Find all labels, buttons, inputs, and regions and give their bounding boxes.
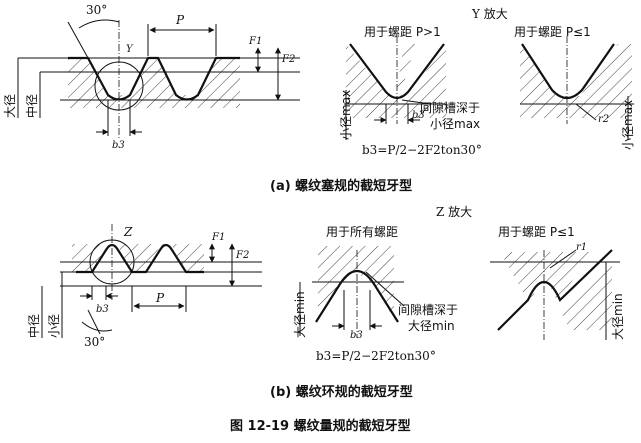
pitch-label: P <box>175 13 185 27</box>
b3-label-z: b3 <box>350 330 363 341</box>
figure-title: 图 12-19 螺纹量规的截短牙型 <box>230 418 411 434</box>
plug-gauge-profile <box>17 19 300 140</box>
angle-label-b: 30° <box>84 335 105 349</box>
groove-note-z-2: 大径min <box>408 319 455 333</box>
f2-label: F2 <box>281 54 295 65</box>
zoom-title-y: Y 放大 <box>471 6 508 21</box>
pitch-label-b: P <box>155 291 165 305</box>
r1-label: r1 <box>576 242 587 253</box>
enlarged-z-p-le-1 <box>490 249 620 340</box>
zoom-title-z: Z 放大 <box>436 204 472 219</box>
groove-note-1: 间隙槽深于 <box>420 101 480 115</box>
groove-note-z-1: 间隙槽深于 <box>398 303 458 317</box>
f1-label: F1 <box>248 36 262 47</box>
b3-label-b: b3 <box>96 304 109 315</box>
enlarged-y-p-le-1 <box>520 36 634 140</box>
minor-max-label-a: 小径max <box>339 90 353 140</box>
ring-gauge-profile <box>41 224 262 338</box>
f2-label-b: F2 <box>235 250 249 261</box>
enlarged-y-p-gt-1 <box>344 36 446 140</box>
case-p-le-1: 用于螺距 P≤1 <box>514 25 591 39</box>
major-min-label-b: 大径min <box>611 293 625 340</box>
r2-label: r2 <box>598 114 609 125</box>
case-p-gt-1: 用于螺距 P>1 <box>364 25 441 39</box>
pitch-diameter-label: 中径 <box>24 94 39 118</box>
caption-a: (a) 螺纹塞规的截短牙型 <box>270 178 412 194</box>
b3-label-a: b3 <box>412 110 425 121</box>
enlarged-z-all-pitches <box>299 246 405 338</box>
f1-label-b: F1 <box>211 232 225 243</box>
pitch-diameter-label-b: 中径 <box>26 314 41 338</box>
case-all-pitches: 用于所有螺距 <box>326 225 398 239</box>
caption-b: (b) 螺纹环规的截短牙型 <box>270 384 413 400</box>
b3-label: b3 <box>112 140 125 151</box>
major-diameter-label: 大径 <box>3 94 17 118</box>
angle-label: 30° <box>86 3 107 17</box>
major-min-label-a: 大径min <box>293 291 307 338</box>
formula-b: b3=P/2−2F2ton30° <box>316 349 436 363</box>
zoom-mark-z: Z <box>123 225 133 239</box>
zoom-mark-y: Y <box>126 44 134 55</box>
minor-diameter-label-b: 小径 <box>47 314 61 338</box>
minor-max-label-b: 小径max <box>621 100 635 150</box>
groove-note-2: 小径max <box>430 117 480 131</box>
formula-a: b3=P/2−2F2ton30° <box>362 143 482 157</box>
case-p-le-1-b: 用于螺距 P≤1 <box>498 225 575 239</box>
